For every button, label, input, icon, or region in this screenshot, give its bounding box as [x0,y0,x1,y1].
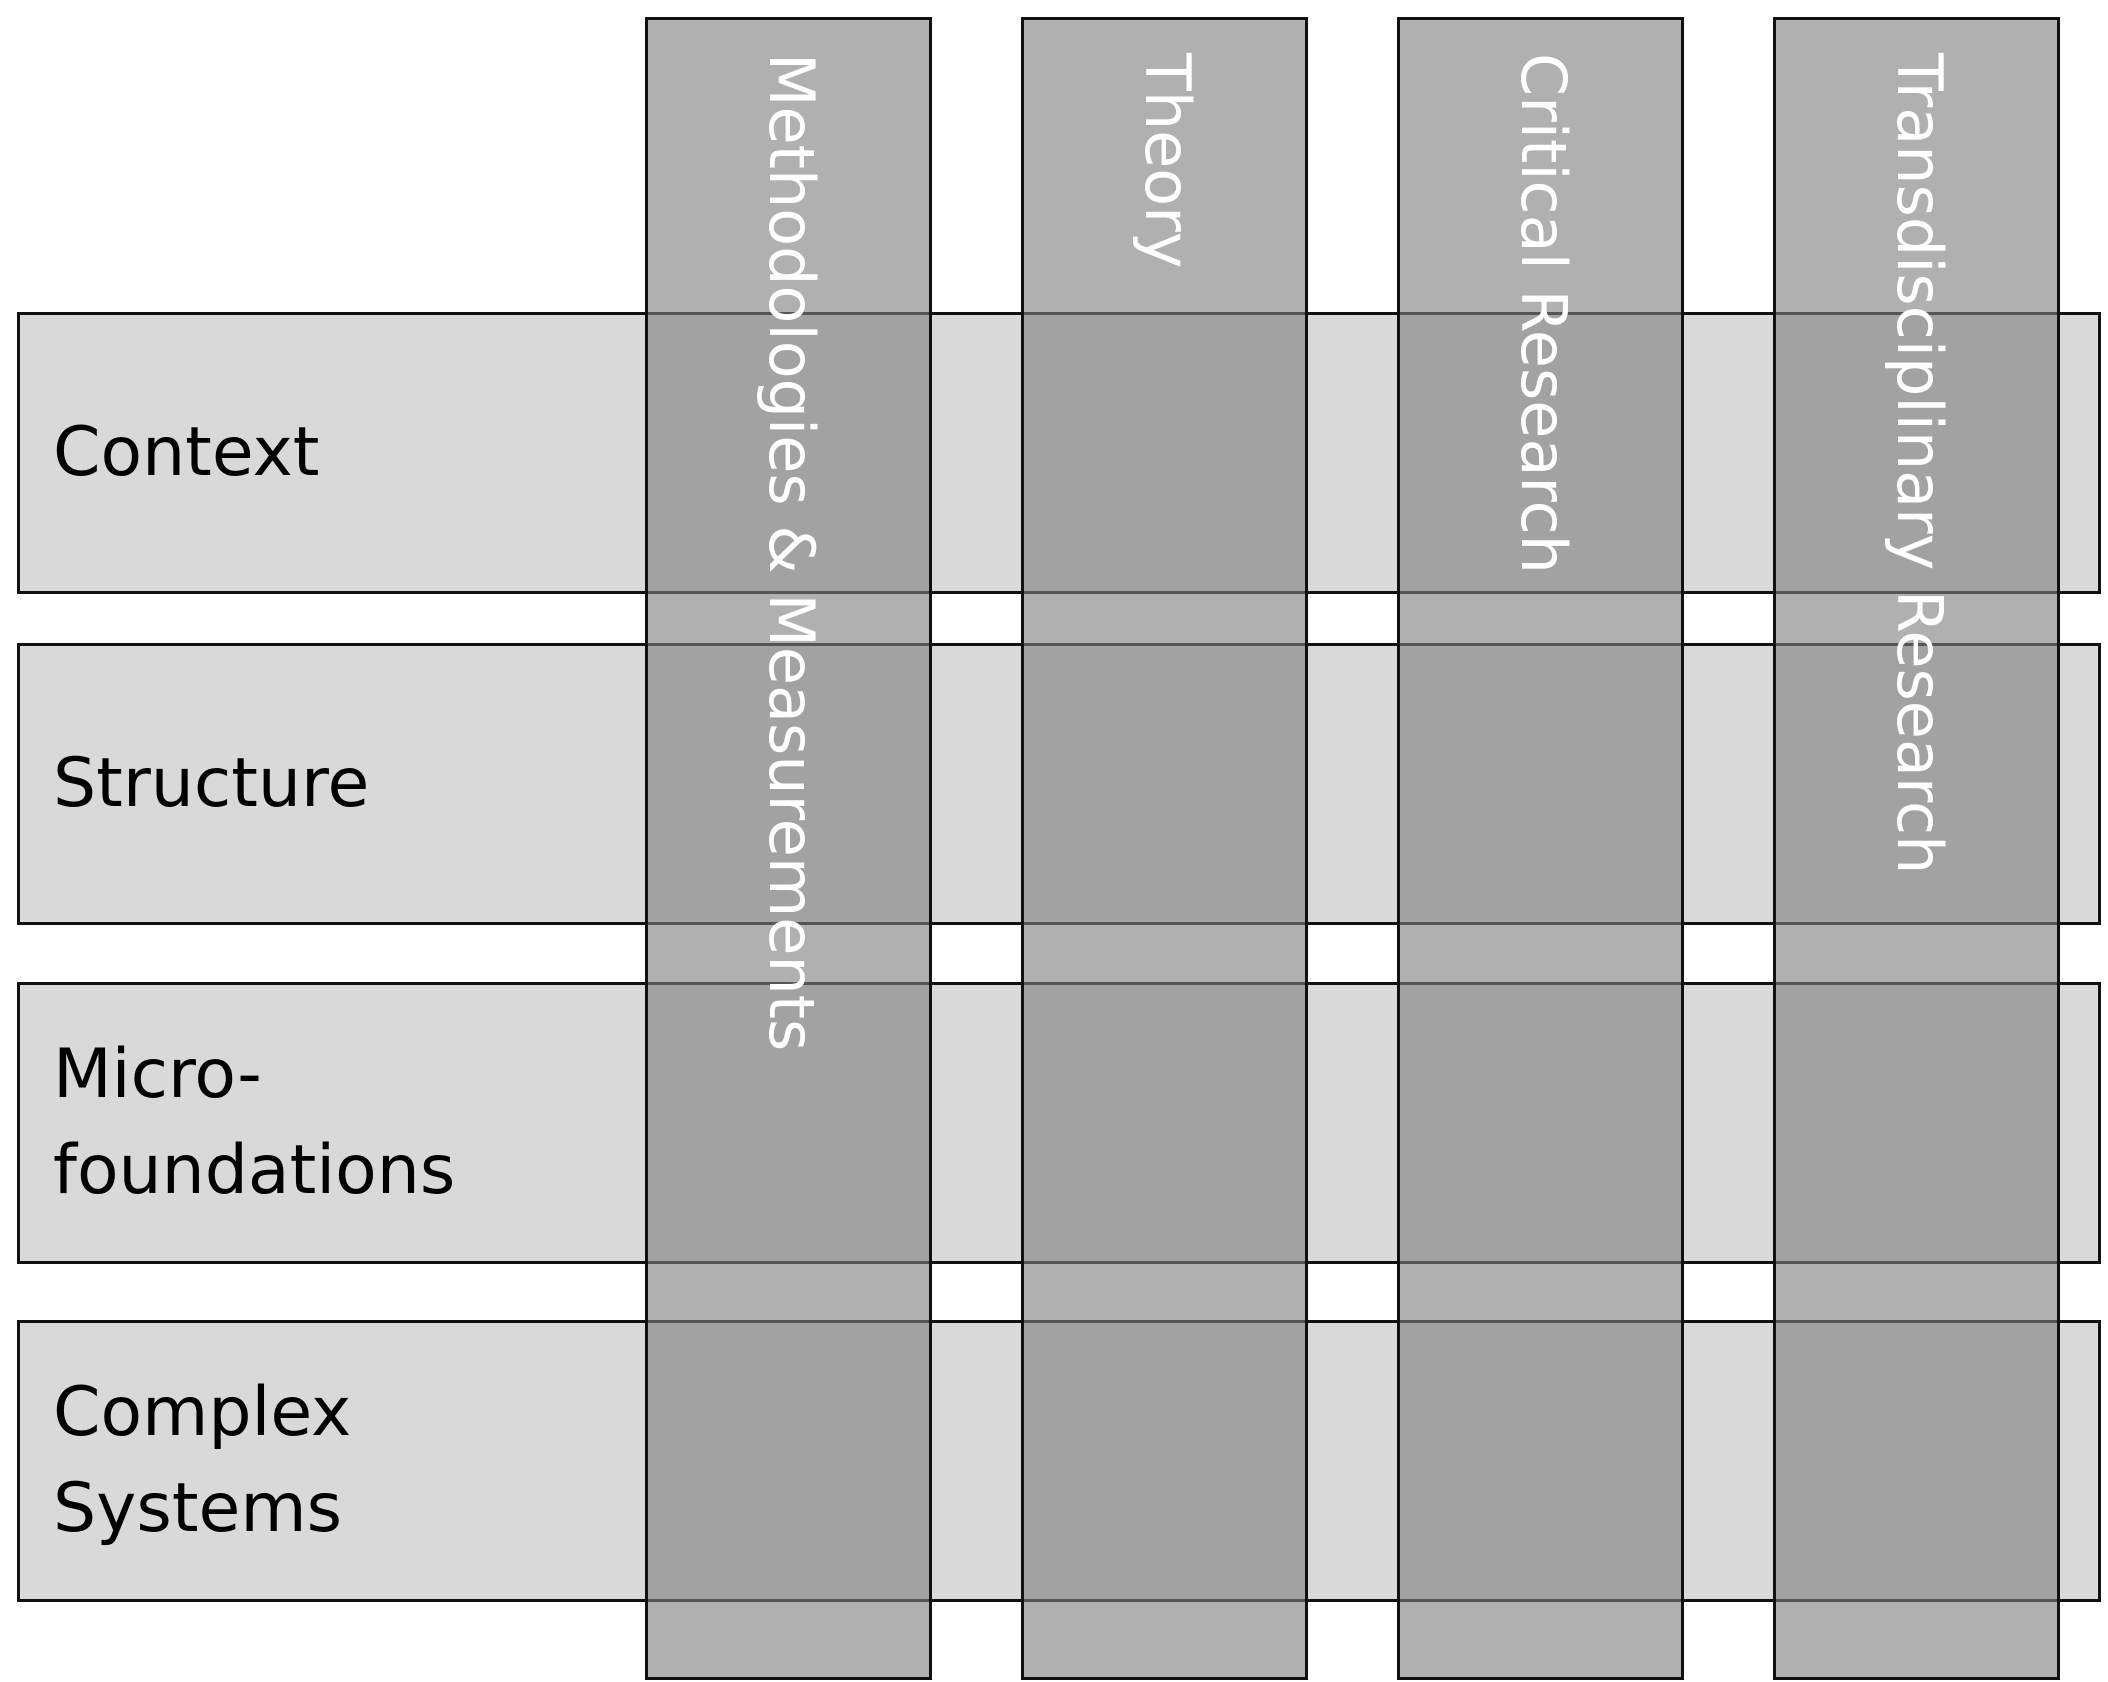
row-label-structure: Structure [53,646,369,922]
row-label-microfoundations: Micro- foundations [53,985,455,1261]
row-label-line: foundations [53,1131,456,1210]
row-label-line: Micro- [53,1035,262,1114]
row-label-line: Systems [53,1469,342,1548]
column-band-methodologies: Methodologies & Measurements [645,17,932,1680]
row-label-line: Structure [53,744,370,823]
row-label-line: Complex [53,1373,352,1452]
row-label-context: Context [53,315,319,591]
column-label-methodologies: Methodologies & Measurements [755,53,828,1052]
row-label-complex-systems: Complex Systems [53,1323,351,1599]
column-label-theory: Theory [1131,53,1204,269]
column-band-critical-research: Critical Research [1397,17,1684,1680]
row-label-line: Context [53,413,320,492]
column-band-theory: Theory [1021,17,1308,1680]
column-band-transdisciplinary-research: Transdisciplinary Research [1773,17,2060,1680]
column-label-transdisciplinary-research: Transdisciplinary Research [1883,53,1956,875]
column-label-critical-research: Critical Research [1507,53,1580,574]
